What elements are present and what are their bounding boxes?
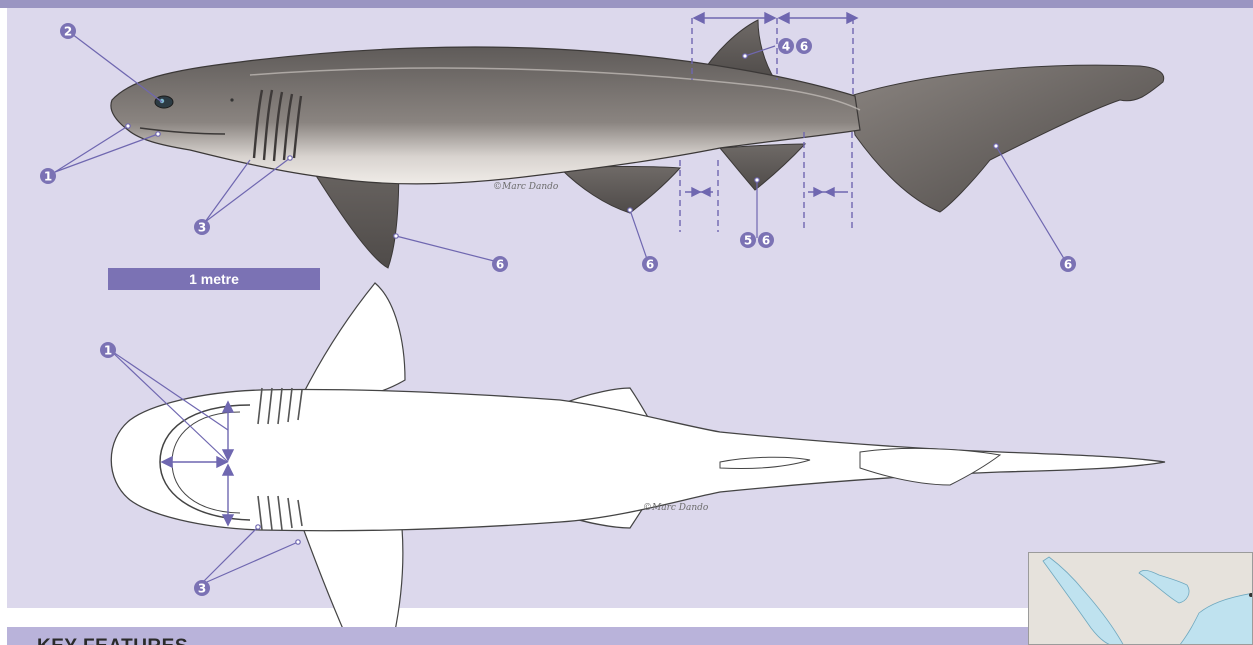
- svg-text:6: 6: [800, 40, 808, 54]
- caudal-fin: [850, 65, 1164, 212]
- callout-6-pectoral: 6: [492, 256, 508, 272]
- anal-fin: [720, 144, 805, 190]
- scale-bar: 1 metre: [108, 268, 320, 290]
- callout-2: 2: [60, 23, 76, 39]
- pelvic-fin: [560, 167, 680, 214]
- svg-text:3: 3: [198, 582, 206, 596]
- svg-text:2: 2: [64, 25, 72, 39]
- svg-text:5: 5: [744, 234, 752, 248]
- callout-3-side: 3: [194, 219, 210, 235]
- underside-caudal-fin: [860, 448, 1000, 485]
- svg-text:6: 6: [762, 234, 770, 248]
- svg-text:6: 6: [1064, 258, 1072, 272]
- key-features-title: KEY FEATURES: [37, 636, 188, 645]
- svg-text:6: 6: [496, 258, 504, 272]
- watermark-side: ©Marc Dando: [493, 182, 559, 192]
- eye: [155, 96, 173, 108]
- svg-text:1: 1: [104, 344, 112, 358]
- watermark-underside: ©Marc Dando: [643, 503, 709, 513]
- shark-underside-view: ©Marc Dando: [111, 283, 1165, 645]
- callout-1-underside: 1: [100, 342, 116, 358]
- key-features-bar: KEY FEATURES: [7, 627, 1032, 645]
- distribution-map: [1028, 552, 1253, 645]
- callout-4-6: 4 6: [778, 38, 812, 54]
- distribution-map-graphic: [1029, 553, 1253, 645]
- svg-text:3: 3: [198, 221, 206, 235]
- callout-6-pelvic: 6: [642, 256, 658, 272]
- svg-text:4: 4: [782, 40, 790, 54]
- callout-6-tail: 6: [1060, 256, 1076, 272]
- underside-pectoral-fin-bottom: [300, 518, 403, 645]
- svg-text:6: 6: [646, 258, 654, 272]
- underside-pectoral-fin-top: [300, 283, 405, 401]
- callout-1-side: 1: [40, 168, 56, 184]
- callout-3-underside: 3: [194, 580, 210, 596]
- svg-text:1: 1: [44, 170, 52, 184]
